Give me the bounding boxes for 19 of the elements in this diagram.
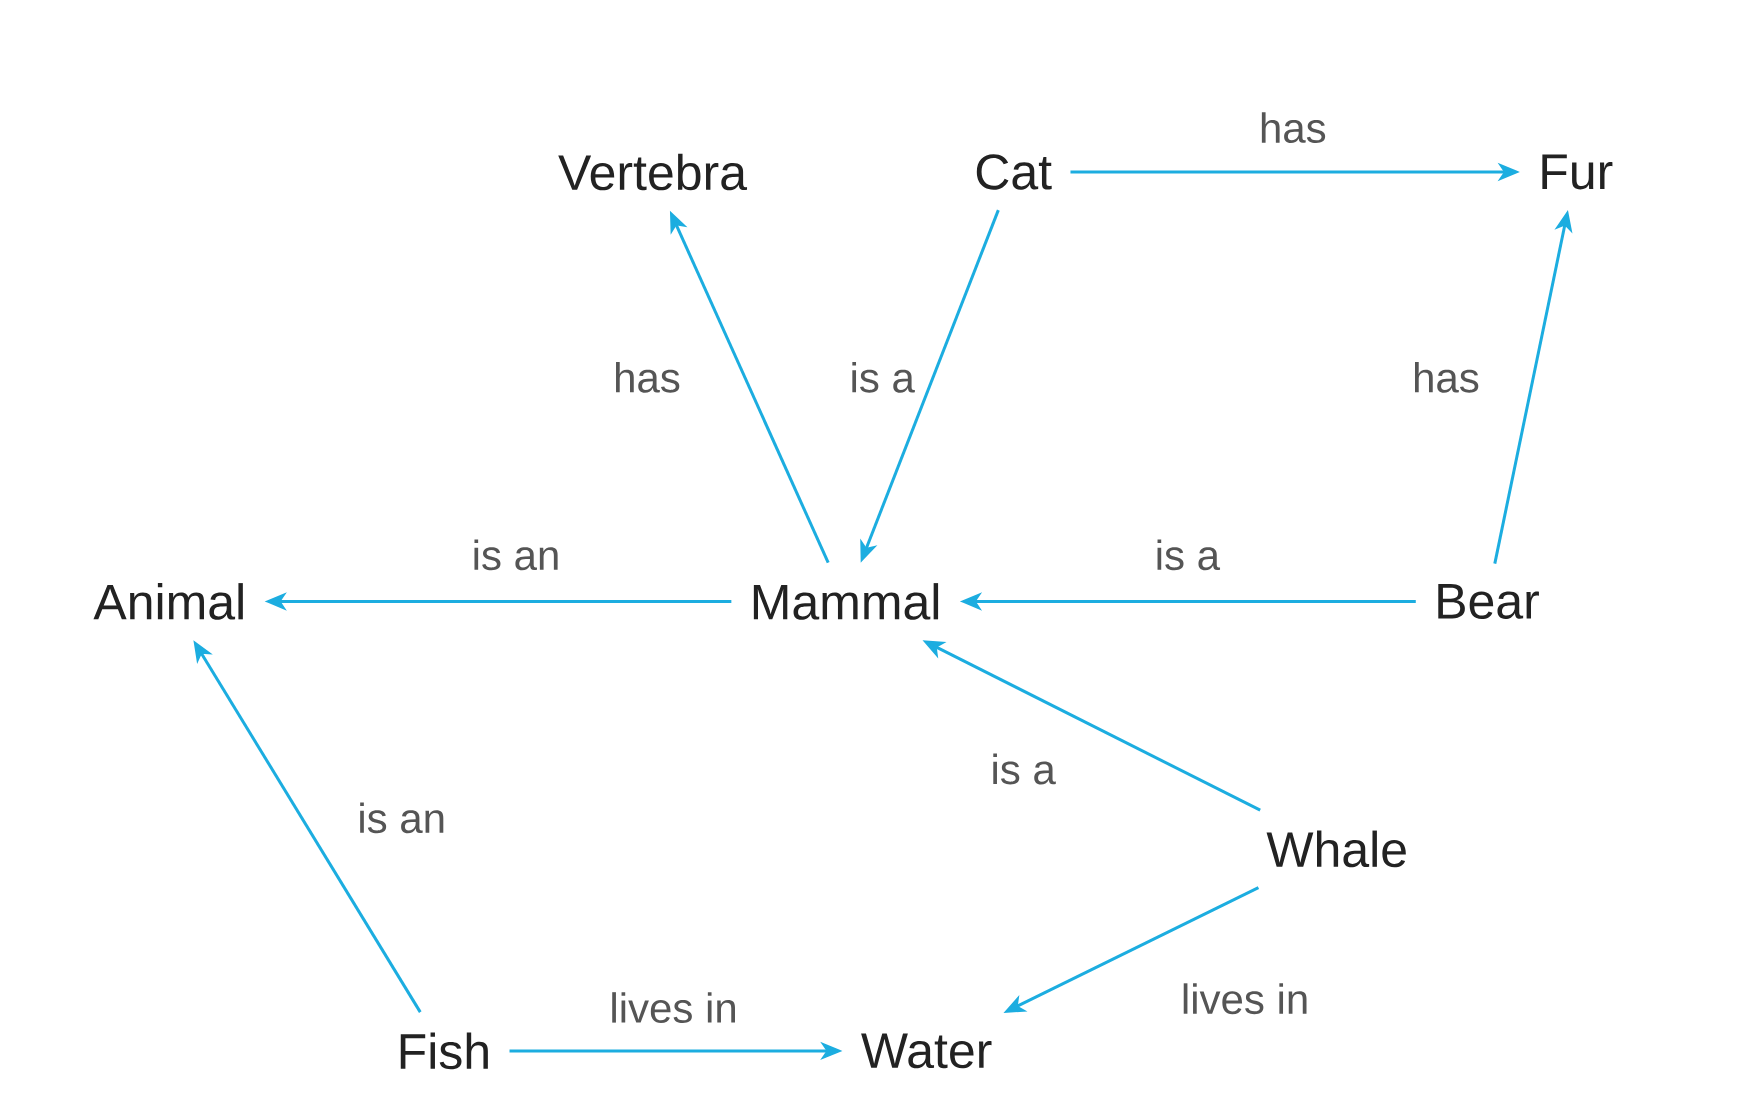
concept-label: Fish — [400, 1032, 488, 1070]
concept-label: Animal — [93, 583, 243, 620]
edge-label: is an — [469, 537, 563, 573]
edge-label: is a — [988, 751, 1058, 787]
concept-label: Water — [861, 1033, 992, 1069]
edge-label: has — [1256, 110, 1329, 146]
edge-label: has — [611, 359, 683, 395]
concept-label: Cat — [976, 154, 1052, 190]
edge-label: is a — [1152, 537, 1223, 573]
edge-label: is an — [355, 800, 449, 836]
edge-label: has — [1410, 359, 1482, 395]
concept-label: Fur — [1542, 154, 1613, 190]
concept-label: Vertebra — [558, 153, 747, 191]
edge-label: lives in — [1178, 981, 1312, 1017]
concept-label: Whale — [1266, 830, 1406, 868]
edge-label: is a — [847, 359, 917, 395]
concept-label: Mammal — [753, 583, 939, 620]
concept-label: Bear — [1438, 584, 1539, 619]
edge-label: lives in — [607, 990, 740, 1025]
